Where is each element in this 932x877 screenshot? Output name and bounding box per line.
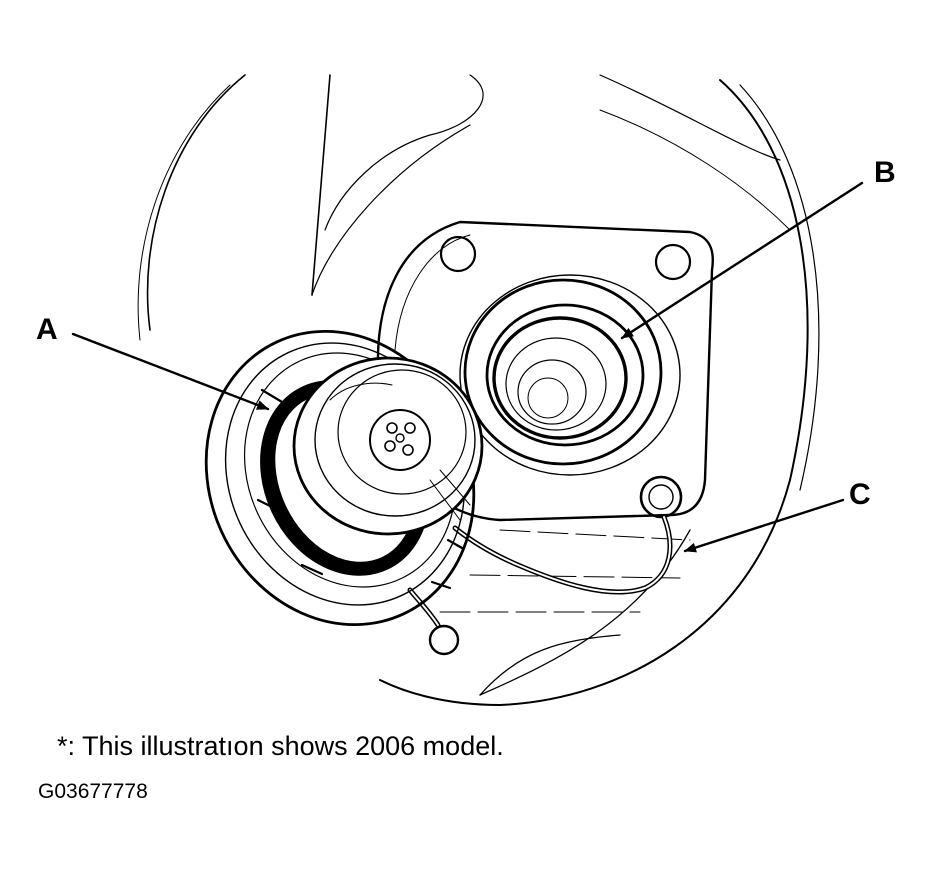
leader-line-b (620, 181, 864, 340)
illustration-caption: *: This illustratıon shows 2006 model. (57, 731, 504, 761)
screw-hole-right-icon (654, 243, 692, 281)
filler-door-recess (137, 74, 820, 706)
figure-id: G03677778 (38, 780, 148, 803)
callout-label-a: A (36, 313, 58, 346)
callout-label-c: C (849, 478, 871, 511)
screw-hole-left-icon (439, 235, 477, 273)
callout-leader-lines (71, 181, 864, 553)
filler-neck-opening (459, 274, 681, 476)
callout-label-b: B (874, 156, 896, 189)
fuel-cap-tether (407, 475, 683, 656)
leader-line-c (683, 498, 845, 553)
leader-line-a (71, 332, 270, 411)
fuel-filler-cap (204, 329, 484, 627)
